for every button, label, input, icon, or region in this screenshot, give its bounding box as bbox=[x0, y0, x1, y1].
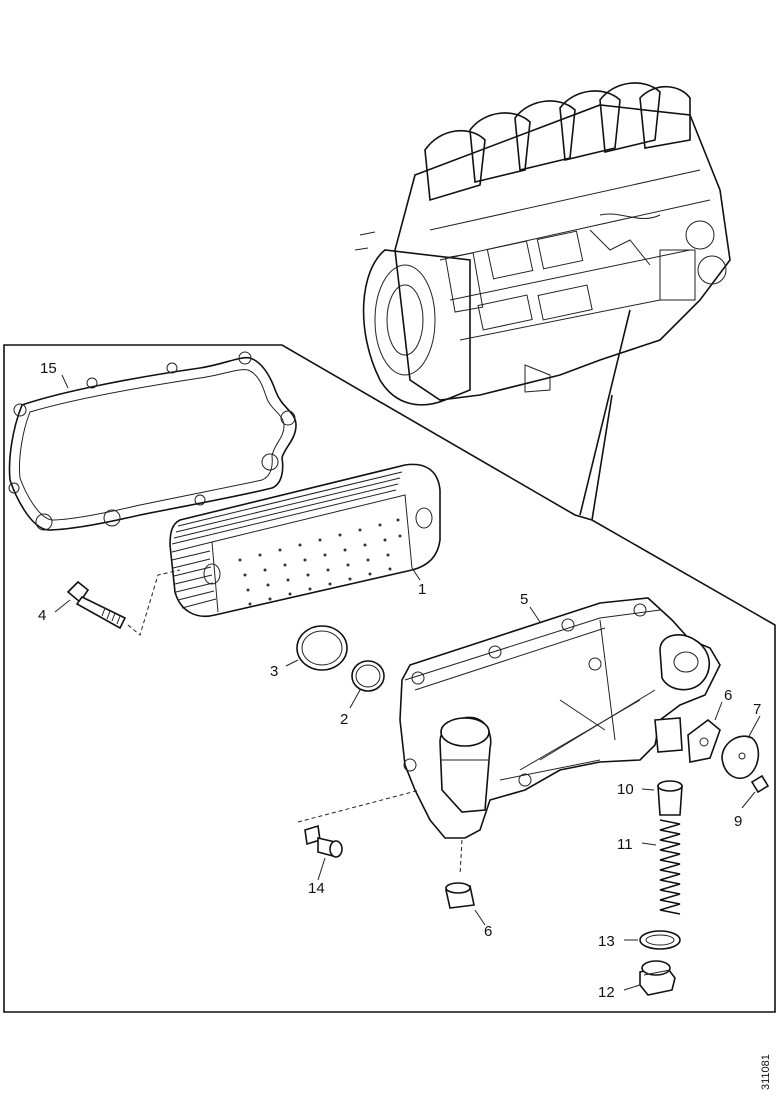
gasket-item-6 bbox=[687, 718, 721, 763]
leader-12 bbox=[623, 984, 641, 991]
leader-15 bbox=[317, 857, 326, 881]
leader-6b bbox=[474, 909, 486, 926]
bolt-item-4 bbox=[66, 580, 127, 630]
leader-2 bbox=[349, 689, 361, 709]
bolt-item-15 bbox=[304, 824, 343, 858]
pointer-line bbox=[579, 309, 631, 516]
leader-1 bbox=[411, 567, 421, 581]
callout-11: 11 bbox=[617, 836, 633, 853]
leader-5 bbox=[529, 606, 541, 623]
callout-9: 9 bbox=[734, 813, 742, 830]
leader-10 bbox=[641, 788, 655, 791]
leader-3 bbox=[285, 659, 299, 667]
leader-6a bbox=[714, 701, 723, 721]
callout-2: 2 bbox=[340, 711, 348, 728]
callout-12: 12 bbox=[598, 984, 615, 1001]
spring-item-11 bbox=[659, 819, 681, 915]
callout-15: 14 bbox=[308, 880, 325, 897]
gasket-item-14 bbox=[8, 351, 297, 531]
callout-1: 1 bbox=[418, 581, 426, 598]
callout-3: 3 bbox=[270, 663, 278, 680]
cap-item-6 bbox=[445, 882, 475, 909]
callout-14: 15 bbox=[40, 360, 57, 377]
callout-10: 10 bbox=[617, 781, 634, 798]
callout-5: 5 bbox=[520, 591, 528, 608]
engine-illustration bbox=[354, 82, 731, 406]
assembly-line-4 bbox=[127, 569, 181, 636]
diagram-frame bbox=[3, 344, 776, 1013]
seal-ring-item-13 bbox=[639, 930, 681, 950]
assembly-line-6 bbox=[459, 839, 463, 876]
o-ring-item-2 bbox=[351, 660, 385, 692]
plug-item-12 bbox=[639, 960, 676, 996]
cooler-dimples bbox=[238, 518, 402, 606]
figure-reference-number: 311081 bbox=[760, 1054, 772, 1090]
callout-6-upper: 6 bbox=[724, 687, 732, 704]
screw-item-9 bbox=[750, 774, 770, 794]
cover-item-7 bbox=[721, 735, 760, 780]
pointer-line bbox=[591, 394, 613, 521]
cooler-housing-item-5 bbox=[399, 597, 721, 839]
o-ring-item-3 bbox=[296, 625, 348, 671]
leader-9 bbox=[741, 791, 756, 809]
callout-4: 4 bbox=[38, 607, 46, 624]
sleeve-item-10 bbox=[657, 780, 683, 816]
rocker-covers bbox=[424, 82, 691, 202]
oil-cooler-element-item-1 bbox=[169, 463, 441, 617]
leader-11 bbox=[641, 842, 657, 846]
assembly-line-15 bbox=[297, 789, 421, 823]
leader-7 bbox=[747, 715, 761, 739]
leader-4 bbox=[54, 599, 71, 613]
leader-14 bbox=[61, 374, 69, 389]
callout-13: 13 bbox=[598, 933, 615, 950]
callout-7: 7 bbox=[753, 701, 761, 718]
callout-6-lower: 6 bbox=[484, 923, 492, 940]
